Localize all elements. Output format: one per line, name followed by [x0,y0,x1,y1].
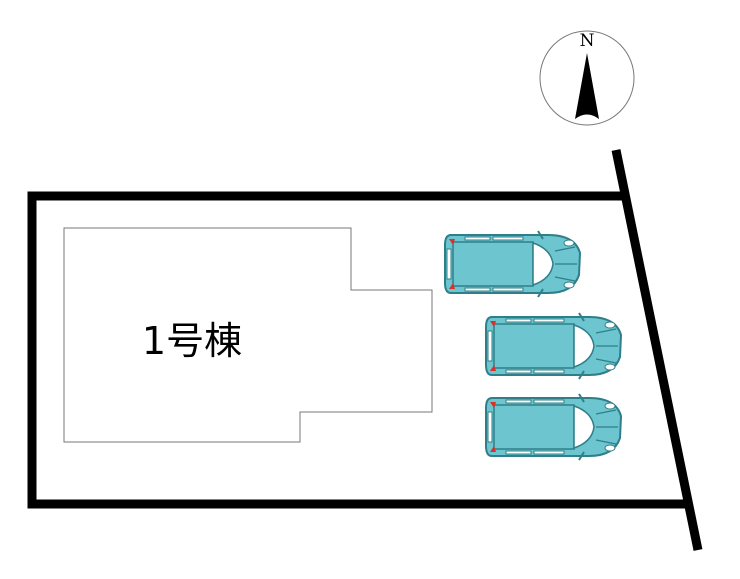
parked-car-3 [485,393,622,461]
parked-car-1 [444,230,581,298]
lot-boundary [27,191,692,509]
building-footprint [63,227,433,443]
north-compass: N [539,30,635,126]
road-boundary-line [611,149,703,551]
north-arrow-icon [575,53,599,119]
parked-car-2 [485,312,622,380]
north-label: N [580,31,595,51]
building-label: 1号棟 [142,319,242,363]
